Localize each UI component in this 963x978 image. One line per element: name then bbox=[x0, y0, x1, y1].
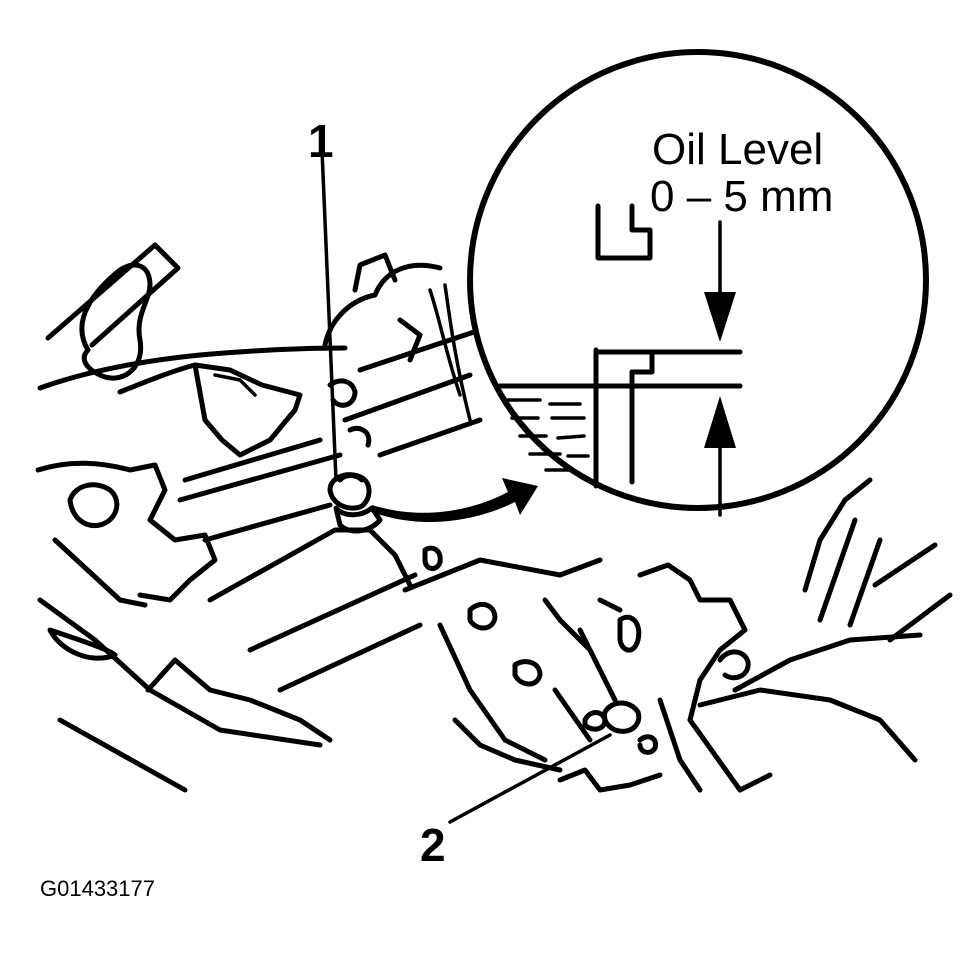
oil-level-title: Oil Level bbox=[652, 125, 824, 174]
oil-fluid-hatching bbox=[506, 398, 590, 472]
filler-plug bbox=[327, 472, 383, 534]
callout-1-leader bbox=[320, 148, 338, 482]
oil-level-range: 0 – 5 mm bbox=[650, 172, 834, 221]
transmission-housing-drawing bbox=[35, 242, 953, 793]
oil-level-detail-circle bbox=[467, 49, 929, 517]
detail-arrow bbox=[372, 478, 538, 523]
callout-2-leader bbox=[448, 733, 612, 824]
callout-1-label: 1 bbox=[308, 115, 334, 167]
figure-id: G01433177 bbox=[40, 876, 155, 901]
callout-2-label: 2 bbox=[420, 819, 446, 871]
